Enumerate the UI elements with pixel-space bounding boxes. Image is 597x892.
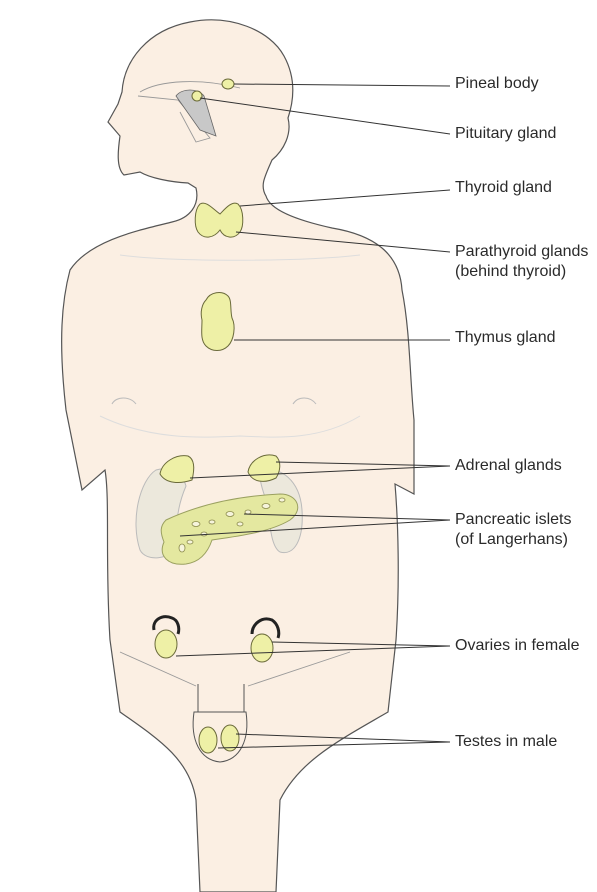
label-pancreatic-islets: Pancreatic islets (of Langerhans): [455, 510, 572, 550]
label-pituitary-gland: Pituitary gland: [455, 124, 556, 144]
label-thyroid-gland: Thyroid gland: [455, 178, 552, 198]
label-adrenal-glands: Adrenal glands: [455, 456, 562, 476]
body-outline: [62, 20, 414, 892]
thymus-gland: [201, 293, 234, 351]
label-parathyroid-glands: Parathyroid glands (behind thyroid): [455, 242, 588, 282]
label-pancreatic-line1: Pancreatic islets: [455, 510, 572, 530]
left-testis: [199, 727, 217, 753]
pineal-body: [222, 79, 234, 89]
label-parathyroid-line1: Parathyroid glands: [455, 242, 588, 262]
label-pineal-body: Pineal body: [455, 74, 539, 94]
label-parathyroid-line2: (behind thyroid): [455, 262, 588, 282]
label-testes: Testes in male: [455, 732, 557, 752]
label-pancreatic-line2: (of Langerhans): [455, 530, 572, 550]
label-ovaries: Ovaries in female: [455, 636, 580, 656]
leader-thyroid: [240, 190, 450, 206]
label-thymus-gland: Thymus gland: [455, 328, 556, 348]
pituitary-gland: [192, 91, 202, 101]
